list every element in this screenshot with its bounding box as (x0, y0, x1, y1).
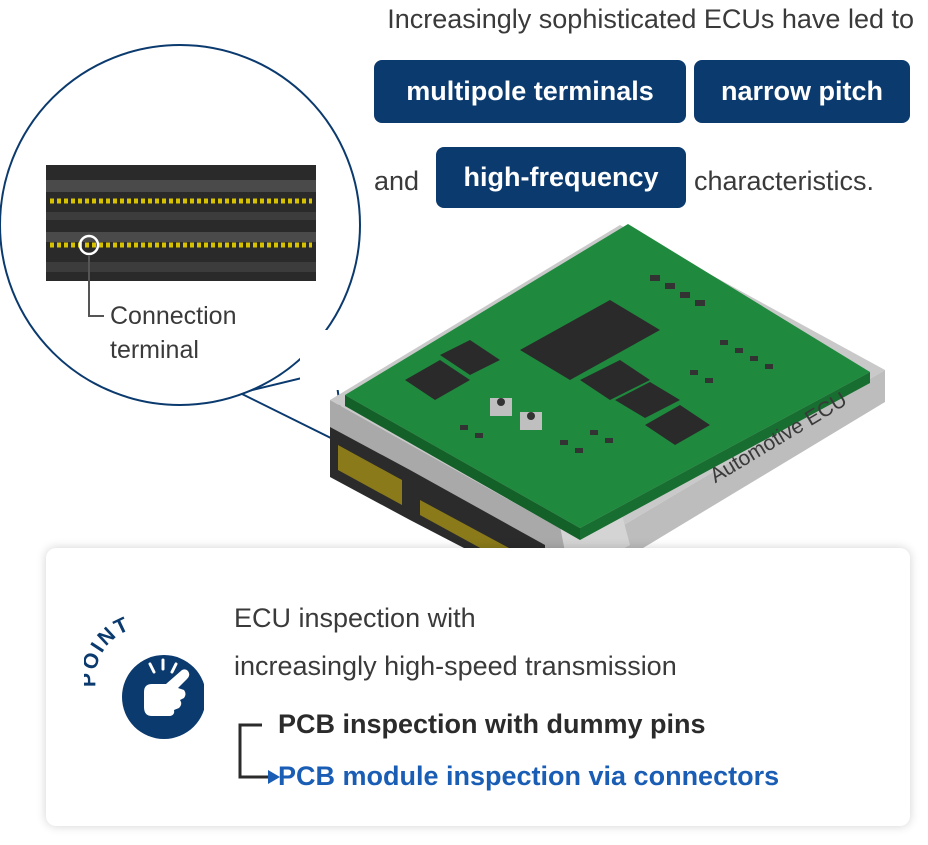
pill-high-frequency: high-frequency (436, 147, 686, 208)
pill-narrow-pitch: narrow pitch (694, 60, 910, 123)
main-ic-chip (520, 300, 660, 380)
headline-and: and (374, 166, 420, 196)
zoom-label-line1: Connection (110, 302, 237, 330)
headline-intro: Increasingly sophisticated ECUs have led… (387, 4, 914, 34)
pill-multipole-terminals: multipole terminals (374, 60, 686, 123)
point-badge: POINT (84, 612, 204, 739)
zoom-label-line2: terminal (110, 336, 199, 364)
pointing-hand-icon (144, 669, 190, 716)
point-line2: increasingly high-speed transmission (234, 651, 677, 681)
step-pcb-inspection: PCB inspection with dummy pins (278, 709, 706, 739)
point-line1: ECU inspection with (234, 603, 476, 633)
step-module-inspection: PCB module inspection via connectors (278, 761, 780, 791)
headline-suffix: characteristics. (694, 166, 875, 196)
terminal-highlight-ring (78, 234, 100, 256)
